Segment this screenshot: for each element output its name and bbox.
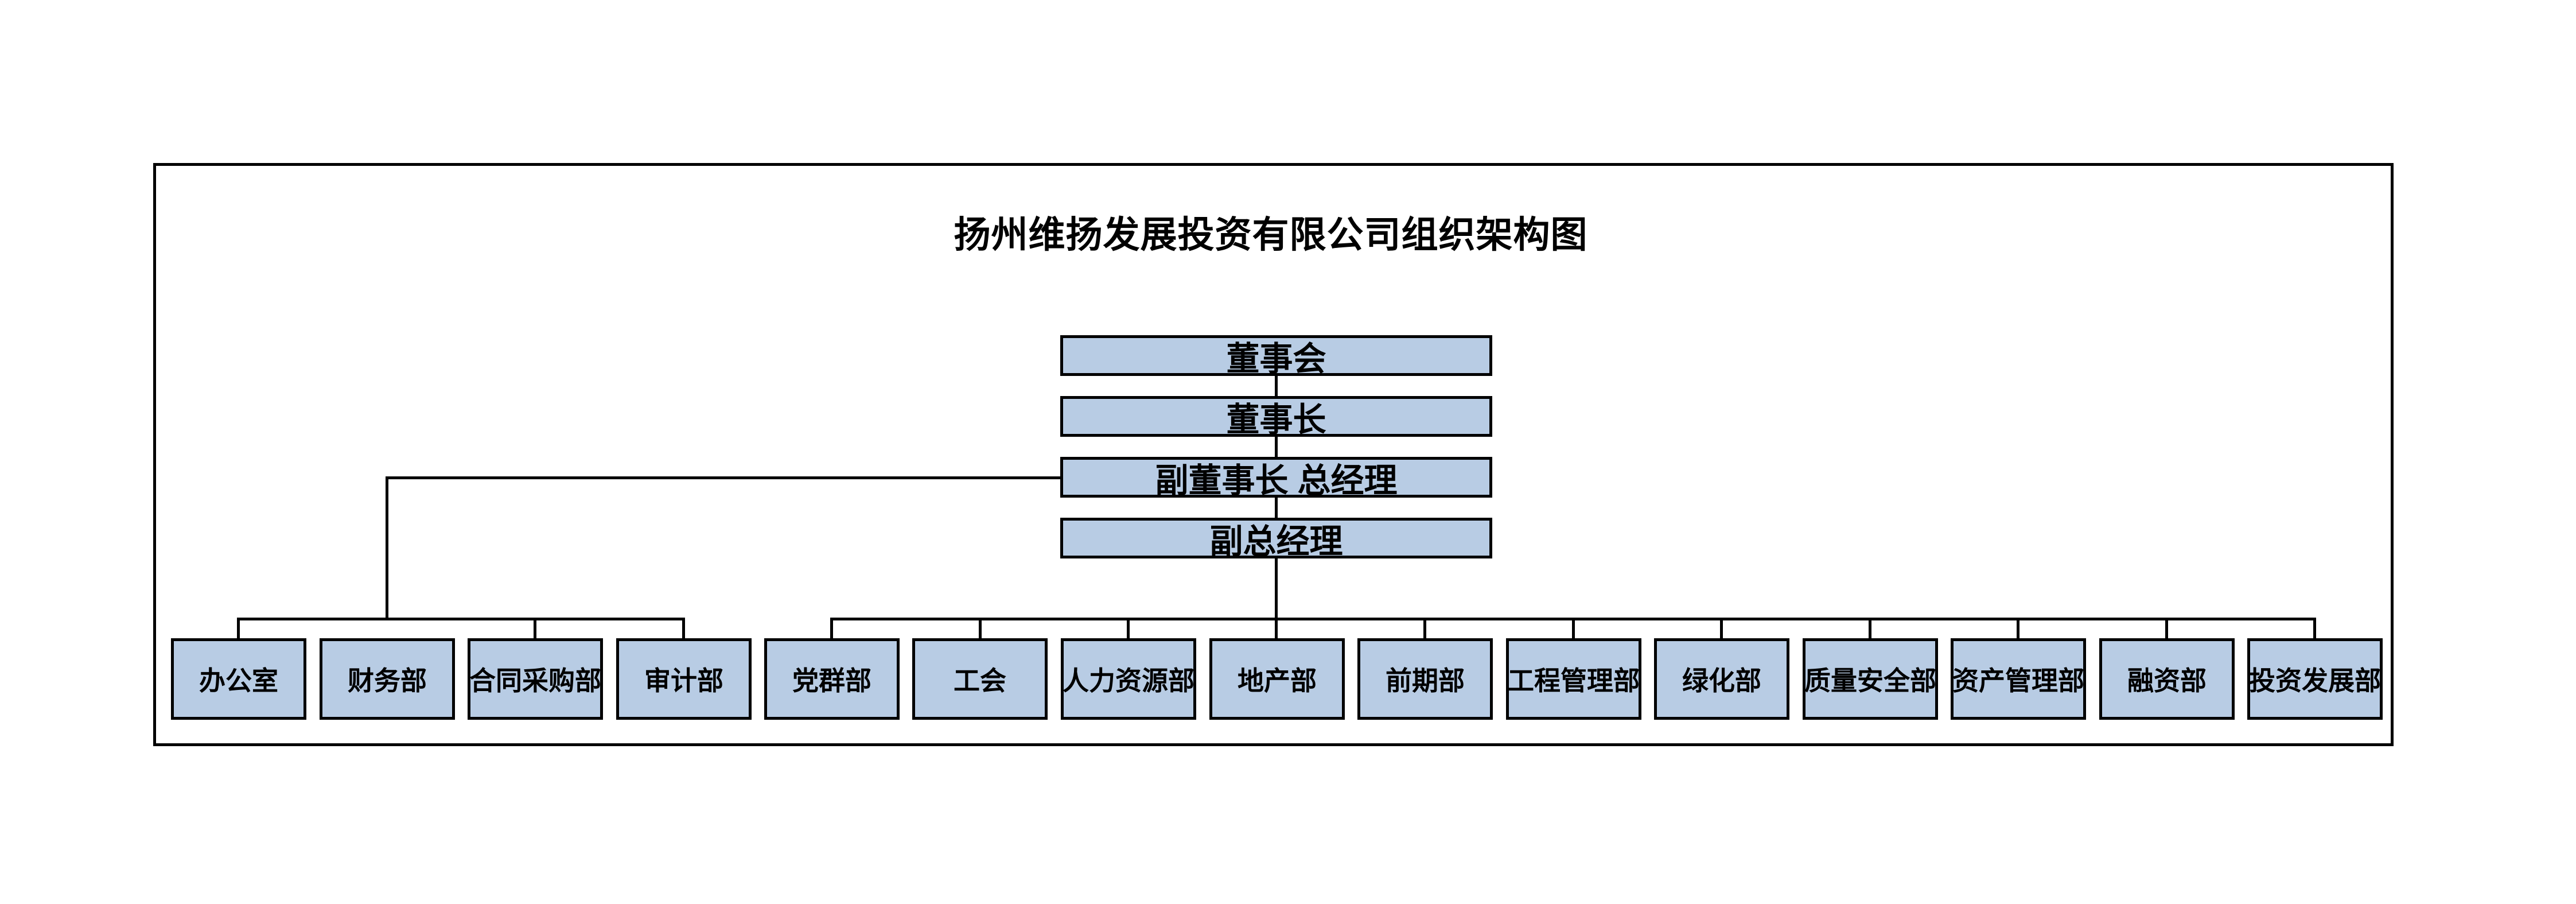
connector-drop-investment-development — [2313, 618, 2316, 639]
connector-left-bus — [237, 618, 685, 620]
dept-box-audit: 审计部 — [616, 638, 752, 720]
level-box-chairman: 董事长 — [1060, 396, 1492, 439]
dept-box-office: 办公室 — [171, 638, 306, 720]
connector-board-to-chairman — [1275, 376, 1278, 397]
dept-box-labor-union-label: 工会 — [954, 666, 1006, 696]
dept-box-human-resources-label: 人力资源部 — [1063, 666, 1194, 696]
connector-drop-contract-procurement — [534, 618, 536, 639]
connector-drop-preliminary-work — [1423, 618, 1426, 639]
level-box-vice-chairman-gm: 副董事长 总经理 — [1060, 457, 1492, 499]
dept-box-human-resources: 人力资源部 — [1061, 638, 1196, 720]
connector-drop-quality-safety — [1869, 618, 1871, 639]
connector-chairman-to-vice-chairman — [1275, 436, 1278, 458]
dept-box-financing: 融资部 — [2099, 638, 2235, 720]
connector-drop-financing — [2165, 618, 2168, 639]
dept-box-investment-development: 投资发展部 — [2247, 638, 2383, 720]
level-box-deputy-gm: 副总经理 — [1060, 518, 1492, 560]
dept-box-asset-management-label: 资产管理部 — [1952, 666, 2084, 696]
connector-drop-engineering-management — [1572, 618, 1575, 639]
dept-box-labor-union: 工会 — [912, 638, 1048, 720]
connector-left-branch-drop — [386, 476, 388, 620]
dept-box-office-label: 办公室 — [199, 666, 278, 696]
dept-box-preliminary-work-label: 前期部 — [1386, 666, 1465, 696]
dept-box-engineering-management: 工程管理部 — [1506, 638, 1641, 720]
dept-box-financing-label: 融资部 — [2127, 666, 2207, 696]
level-box-vice-chairman-gm-label: 副董事长 总经理 — [1155, 461, 1398, 499]
dept-box-finance-label: 财务部 — [348, 666, 427, 696]
chart-title: 扬州维扬发展投资有限公司组织架构图 — [954, 215, 1588, 255]
dept-box-asset-management: 资产管理部 — [1951, 638, 2086, 720]
dept-box-contract-procurement-label: 合同采购部 — [469, 666, 601, 696]
connector-left-branch-horizontal — [386, 476, 1060, 479]
dept-box-quality-safety: 质量安全部 — [1803, 638, 1938, 720]
dept-box-party-affairs-label: 党群部 — [792, 666, 871, 696]
connector-drop-labor-union — [979, 618, 982, 639]
connector-drop-party-affairs — [830, 618, 833, 639]
level-box-board: 董事会 — [1060, 335, 1492, 378]
dept-box-finance: 财务部 — [320, 638, 455, 720]
level-box-chairman-label: 董事长 — [1226, 401, 1326, 439]
level-box-deputy-gm-label: 副总经理 — [1209, 522, 1343, 560]
dept-box-greening: 绿化部 — [1654, 638, 1789, 720]
chart-border-frame — [153, 163, 2394, 746]
connector-vice-chairman-to-deputy-gm — [1275, 496, 1278, 519]
connector-drop-audit — [682, 618, 685, 639]
connector-deputy-gm-center-drop — [1275, 557, 1278, 639]
connector-drop-greening — [1720, 618, 1723, 639]
dept-box-engineering-management-label: 工程管理部 — [1508, 666, 1640, 696]
connector-drop-office — [237, 618, 240, 639]
dept-box-investment-development-label: 投资发展部 — [2249, 666, 2381, 696]
dept-box-preliminary-work: 前期部 — [1357, 638, 1493, 720]
dept-box-quality-safety-label: 质量安全部 — [1804, 666, 1936, 696]
dept-box-party-affairs: 党群部 — [764, 638, 900, 720]
dept-box-real-estate-label: 地产部 — [1238, 666, 1317, 696]
level-box-board-label: 董事会 — [1226, 340, 1326, 378]
connector-drop-asset-management — [2017, 618, 2019, 639]
dept-box-real-estate: 地产部 — [1209, 638, 1345, 720]
connector-drop-human-resources — [1127, 618, 1130, 639]
dept-box-contract-procurement: 合同采购部 — [468, 638, 603, 720]
dept-box-greening-label: 绿化部 — [1682, 666, 1761, 696]
dept-box-audit-label: 审计部 — [644, 666, 723, 696]
